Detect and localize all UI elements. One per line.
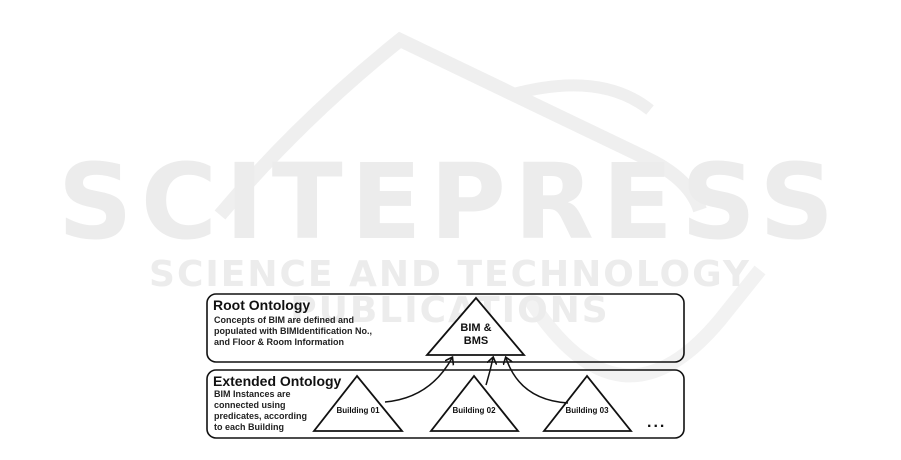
building-02-label: Building 02: [452, 406, 496, 415]
building-03-label: Building 03: [565, 406, 609, 415]
extended-description-line: connected using: [214, 400, 286, 410]
extended-ontology-title: Extended Ontology: [213, 373, 342, 389]
root-description-line: populated with BIMIdentification No.,: [214, 326, 372, 336]
bim-bms-label-line: BIM &: [460, 322, 492, 334]
building-03-node: [542, 374, 633, 432]
building-02-node: [429, 374, 520, 432]
arrow-building-02-to-bim: [485, 358, 493, 386]
root-ontology-description: Concepts of BIM are defined and populate…: [214, 315, 372, 348]
bim-bms-node: [425, 296, 526, 356]
root-description-line: Concepts of BIM are defined and: [214, 315, 355, 325]
more-buildings-ellipsis: ...: [647, 414, 667, 431]
building-01-label: Building 01: [336, 406, 380, 415]
root-description-line: and Floor & Room Information: [214, 337, 344, 347]
extended-description-line: predicates, according: [214, 411, 308, 421]
watermark-title: SCITEPRESS: [57, 141, 843, 263]
extended-ontology-box: [206, 369, 685, 439]
building-01-node: [312, 374, 404, 432]
arrow-building-03-to-bim: [506, 358, 569, 404]
arrow-building-01-to-bim: [384, 358, 452, 403]
extended-description-line: to each Building: [214, 422, 285, 432]
extended-description-line: BIM Instances are: [214, 389, 291, 399]
extended-ontology-description: BIM Instances are connected using predic…: [214, 389, 307, 433]
bim-bms-label-line: BMS: [463, 335, 489, 347]
watermark-subtitle: SCIENCE AND TECHNOLOGY PUBLICATIONS: [149, 254, 751, 331]
bim-bms-label: BIM & BMS: [446, 322, 506, 348]
root-ontology-title: Root Ontology: [213, 297, 311, 313]
